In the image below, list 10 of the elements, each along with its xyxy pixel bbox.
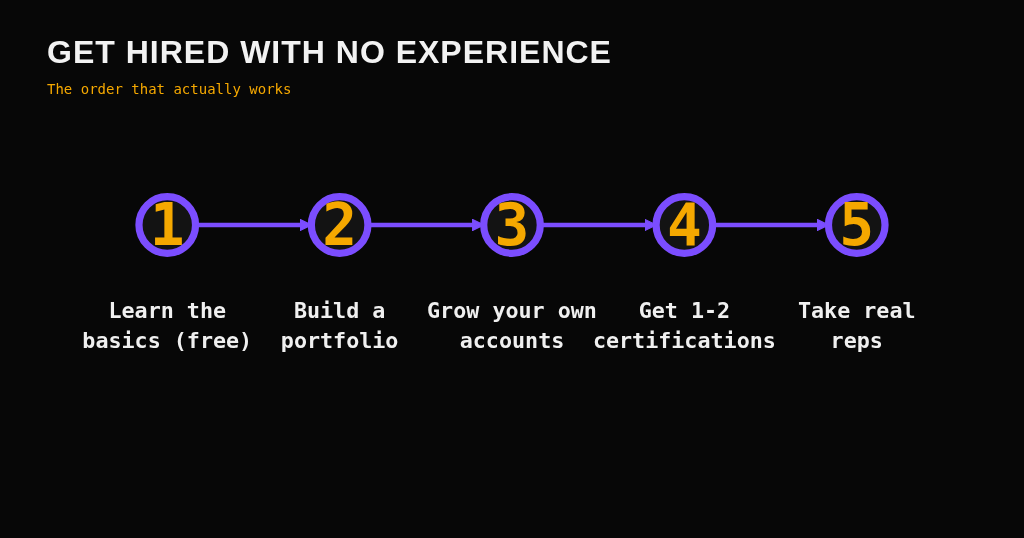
step-circle: 1 [135,191,200,259]
step-circle: 2 [307,191,372,259]
subtitle: The order that actually works [47,81,292,97]
step-circle: 3 [480,191,544,259]
step-label: Build a portfolio [280,297,399,354]
step-label: Take real reps [797,297,916,354]
step-circle: 4 [652,191,717,259]
step-label: Learn the basics (free) [82,297,253,354]
title: GET HIRED WITH NO EXPERIENCE [47,34,612,71]
step-circle: 5 [824,191,889,259]
